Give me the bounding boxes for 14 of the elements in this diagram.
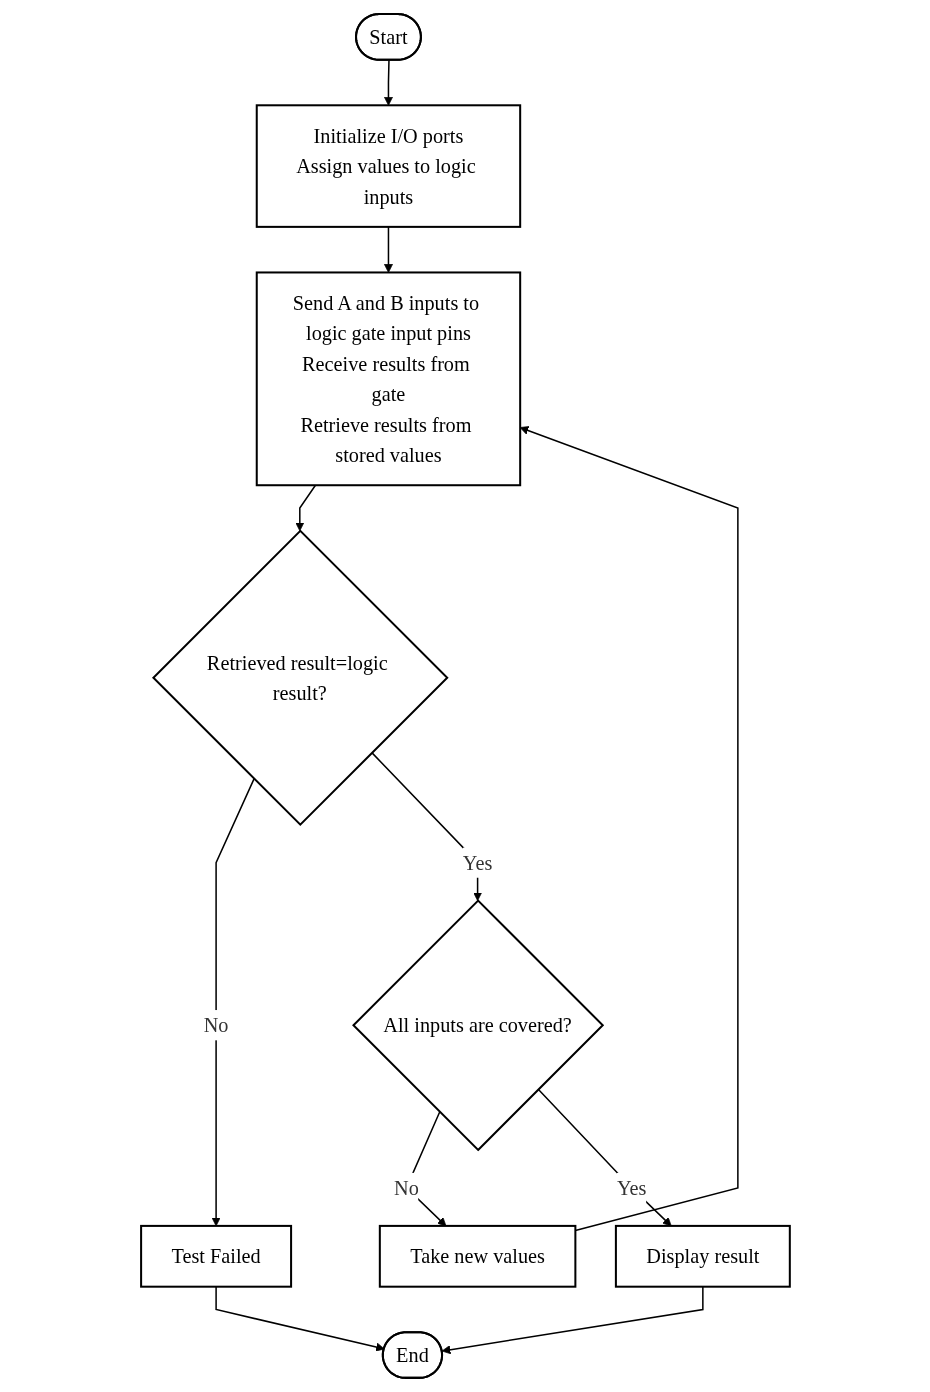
edge-label: No (393, 1176, 419, 1200)
arrow (383, 226, 393, 273)
edge-label: Yes (462, 851, 492, 874)
node-box: Send A and B inputs to logic gate input pins Receive results from gate Retrieve results from stored values (255, 271, 521, 487)
node-diamond: All inputs are covered? (351, 899, 604, 1152)
arrow (383, 59, 393, 106)
node-box: Display result (614, 1224, 791, 1288)
node-diamond: Retrieved result=logic result? (151, 529, 449, 827)
arrow (519, 426, 739, 1232)
node-box: Test Failed (139, 1224, 292, 1288)
node-box: Initialize I/O ports Assign values to logic inputs (255, 104, 521, 228)
node-box: Take new values (378, 1224, 576, 1288)
edge-label: No (203, 1014, 229, 1037)
edge-label: Yes (616, 1176, 646, 1200)
